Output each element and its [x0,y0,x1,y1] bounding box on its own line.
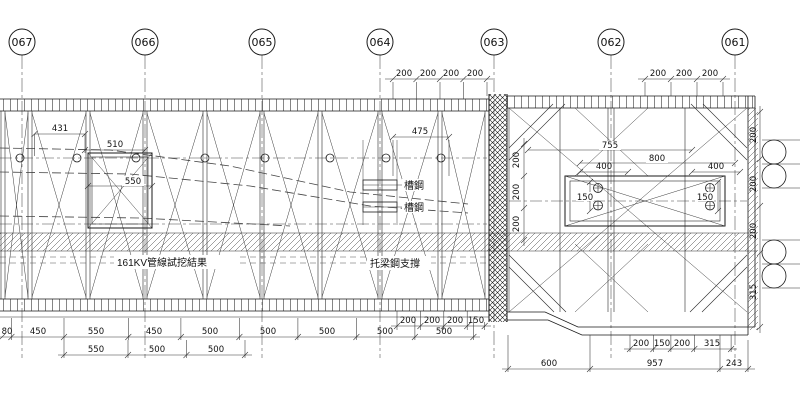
dim-label: 200 [420,69,436,79]
joist-support-note: 托梁鋼支撐 [370,257,420,270]
dim-label: 475 [412,127,428,137]
channel-steel-label-top: 槽鋼 [404,179,424,192]
grid-bubble [597,28,625,56]
dim-inner-box: 400 400 150 150 [576,162,744,215]
dim-chain-bottom-right-row1: 200 150 200 315 [624,335,737,353]
grid-bubble-label: 064 [370,36,391,49]
grid-bubble-label: 062 [601,36,622,49]
posts [0,111,486,299]
dim-chain-right-edge-vertical: 200 200 200 315 [749,106,764,333]
grid-bubble [721,28,749,56]
dim-label: 500 [208,345,224,355]
dim-label: 800 [649,154,665,164]
dim-label: 500 [149,345,165,355]
dim-label: 315 [749,284,759,300]
callouts: 槽鋼 槽鋼 161KV管線試挖結果 托梁鋼支撐 [114,179,431,270]
dim-label: 200 [749,176,759,192]
dim-label: 200 [424,316,440,326]
dim-label: 550 [125,177,141,187]
dim-chain-bottom-mid: 200 200 200 150 [391,311,491,330]
grid-bubble [480,28,508,56]
dim-label: 550 [88,327,104,337]
dim-chain-bottom-right-row2: 600 957 243 [502,335,755,373]
dim-label: 200 [512,216,522,232]
shaft-box-066 [87,152,153,229]
grid-bubble-label: 063 [484,36,505,49]
post-062 [559,108,686,312]
dim-label: 315 [704,339,720,349]
dim-chain-bottom-left-row2: 550 500 500 [58,340,252,359]
dim-label: 200 [749,223,759,239]
dim-label: 550 [88,345,104,355]
dim-label: 150 [697,193,713,203]
dim-label: 150 [577,193,593,203]
grid-bubble [131,28,159,56]
grid-bubbles: 067 066 065 064 063 062 061 [8,28,749,56]
dim-label: 600 [541,359,557,369]
dim-label: 510 [107,140,123,150]
dim-label: 200 [447,316,463,326]
diaphragm-wall-063 [488,94,508,322]
grid-bubble-label: 067 [12,36,33,49]
dim-label: 957 [647,359,663,369]
dim-label: 200 [467,69,483,79]
dim-label: 200 [633,339,649,349]
dim-label: 200 [650,69,666,79]
dim-label: 200 [396,69,412,79]
dim-label: 400 [596,162,612,172]
dim-label: 200 [443,69,459,79]
pipeline-dashed-lines [0,147,469,227]
dim-label: 450 [30,327,46,337]
grid-bubble [366,28,394,56]
dim-label: 200 [512,152,522,168]
dim-label: 243 [726,359,742,369]
dim-label: 500 [202,327,218,337]
hatched-duct-band [0,232,757,264]
dim-label: 431 [52,124,68,134]
dim-label: 500 [260,327,276,337]
dim-755-800: 755 800 [524,141,739,167]
dim-chain-bottom-left-row1: 80 450 550 450 500 500 500 500 500 [0,318,480,341]
dim-label: 200 [674,339,690,349]
dim-label: 450 [146,327,162,337]
grid-bubble [8,28,36,56]
dim-label: 80 [2,327,13,337]
dim-label: 200 [512,184,522,200]
dim-label: 150 [654,339,670,349]
dim-label: 200 [400,316,416,326]
pile-circles [15,153,446,163]
grid-bubble-label: 061 [725,36,746,49]
dim-label: 500 [377,327,393,337]
dim-label: 200 [702,69,718,79]
dim-chain-top-right: 200 200 200 [638,69,730,96]
grid-bubble-label: 066 [135,36,156,49]
right-excavation-box [507,95,756,336]
dim-label: 500 [436,327,452,337]
dim-475: 475 [389,127,453,176]
pipeline-note: 161KV管線試挖結果 [117,256,207,269]
dim-label: 755 [602,141,618,151]
channel-steel-label-bottom: 槽鋼 [404,201,424,214]
dim-chain-wall-side-vertical: 200 200 200 [512,138,528,246]
bottom-waler-band [0,299,489,311]
grid-bubble [248,28,276,56]
dim-label: 400 [708,162,724,172]
top-waler-band [0,99,489,111]
dim-label: 200 [676,69,692,79]
strut-centerlines [0,157,487,225]
dim-431-510-550: 431 510 550 [31,124,156,190]
corner-braces [508,103,748,313]
left-excavation-strip [0,98,489,318]
dim-label: 150 [468,316,484,326]
dim-label: 500 [319,327,335,337]
grid-bubble-label: 065 [252,36,273,49]
dim-chain-top-left: 200 200 200 200 [385,69,493,99]
dim-label: 200 [749,127,759,143]
right-edge-pipes [748,108,800,330]
